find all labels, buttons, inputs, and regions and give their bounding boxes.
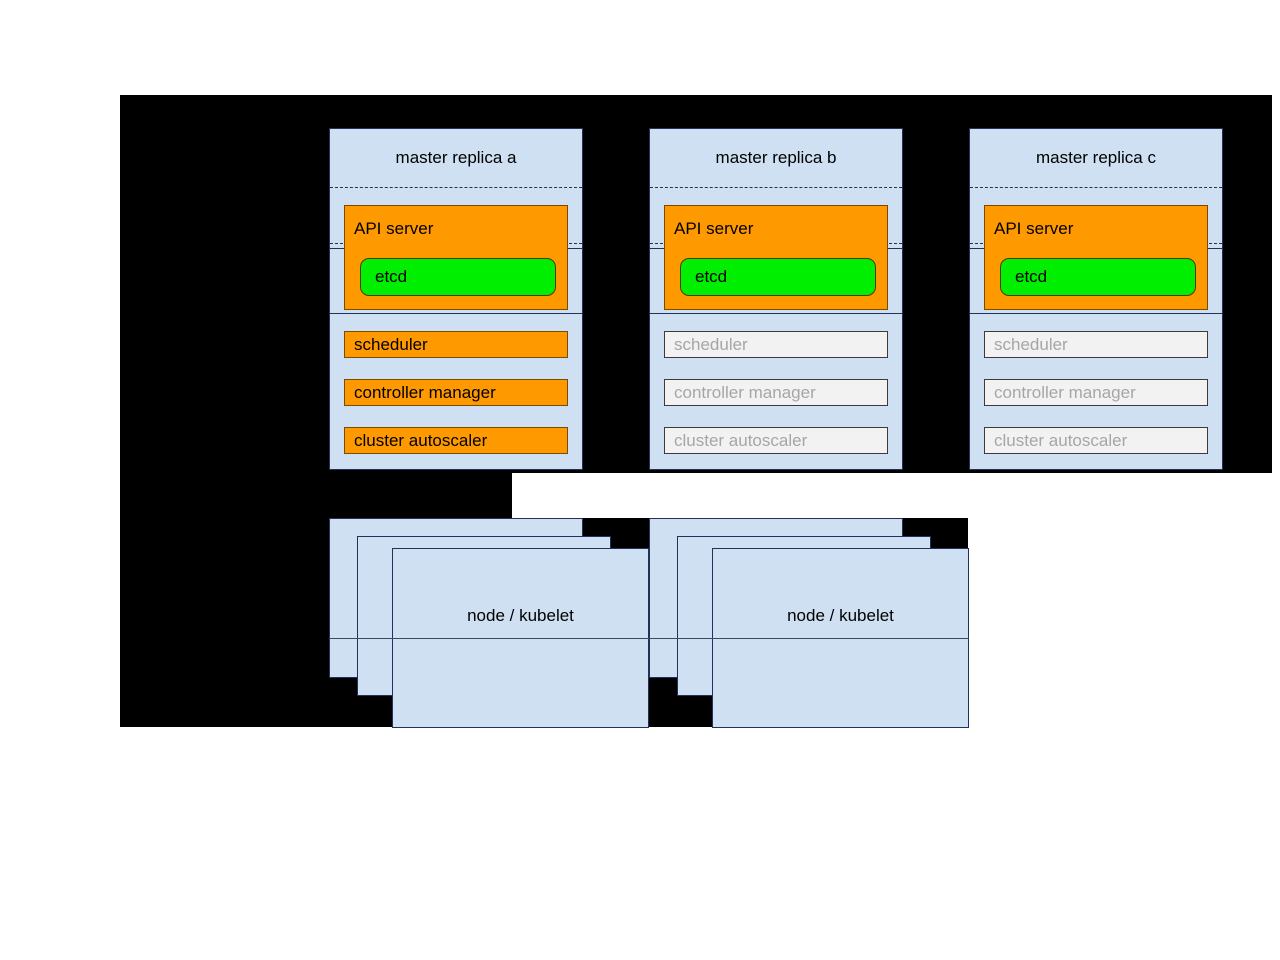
replica-b-cluster-autoscaler[interactable]: cluster autoscaler (664, 427, 888, 454)
replica-a-separator-top (330, 187, 582, 188)
node-stack-1-rule (329, 638, 649, 639)
replica-c-separator-etcd-bottom (970, 313, 1222, 314)
replica-c-separator-top (970, 187, 1222, 188)
replica-c-cluster-autoscaler[interactable]: cluster autoscaler (984, 427, 1208, 454)
replica-c-api-server-label: API server (994, 219, 1074, 238)
master-replica-a-title: master replica a (395, 148, 517, 167)
replica-b-separator-etcd-bottom (650, 313, 902, 314)
master-replica-c-title: master replica c (1036, 148, 1156, 167)
replica-a-separator-etcd-bottom (330, 313, 582, 314)
node-stack-2-rule (649, 638, 969, 639)
replica-a-cluster-autoscaler[interactable]: cluster autoscaler (344, 427, 568, 454)
node-stack-1-label: node / kubelet (467, 606, 574, 625)
replica-b-scheduler[interactable]: scheduler (664, 331, 888, 358)
replica-a-controller-manager[interactable]: controller manager (344, 379, 568, 406)
replica-b-etcd[interactable]: etcd (680, 258, 876, 296)
replica-c-scheduler[interactable]: scheduler (984, 331, 1208, 358)
replica-b-controller-manager[interactable]: controller manager (664, 379, 888, 406)
replica-c-etcd[interactable]: etcd (1000, 258, 1196, 296)
replica-a-api-server-label: API server (354, 219, 434, 238)
replica-a-etcd[interactable]: etcd (360, 258, 556, 296)
node-stack-2-label: node / kubelet (787, 606, 894, 625)
replica-a-scheduler[interactable]: scheduler (344, 331, 568, 358)
replica-b-separator-top (650, 187, 902, 188)
backdrop-plate-notch (120, 473, 512, 518)
replica-c-controller-manager[interactable]: controller manager (984, 379, 1208, 406)
master-replica-b-title: master replica b (715, 148, 837, 167)
replica-b-api-server-label: API server (674, 219, 754, 238)
